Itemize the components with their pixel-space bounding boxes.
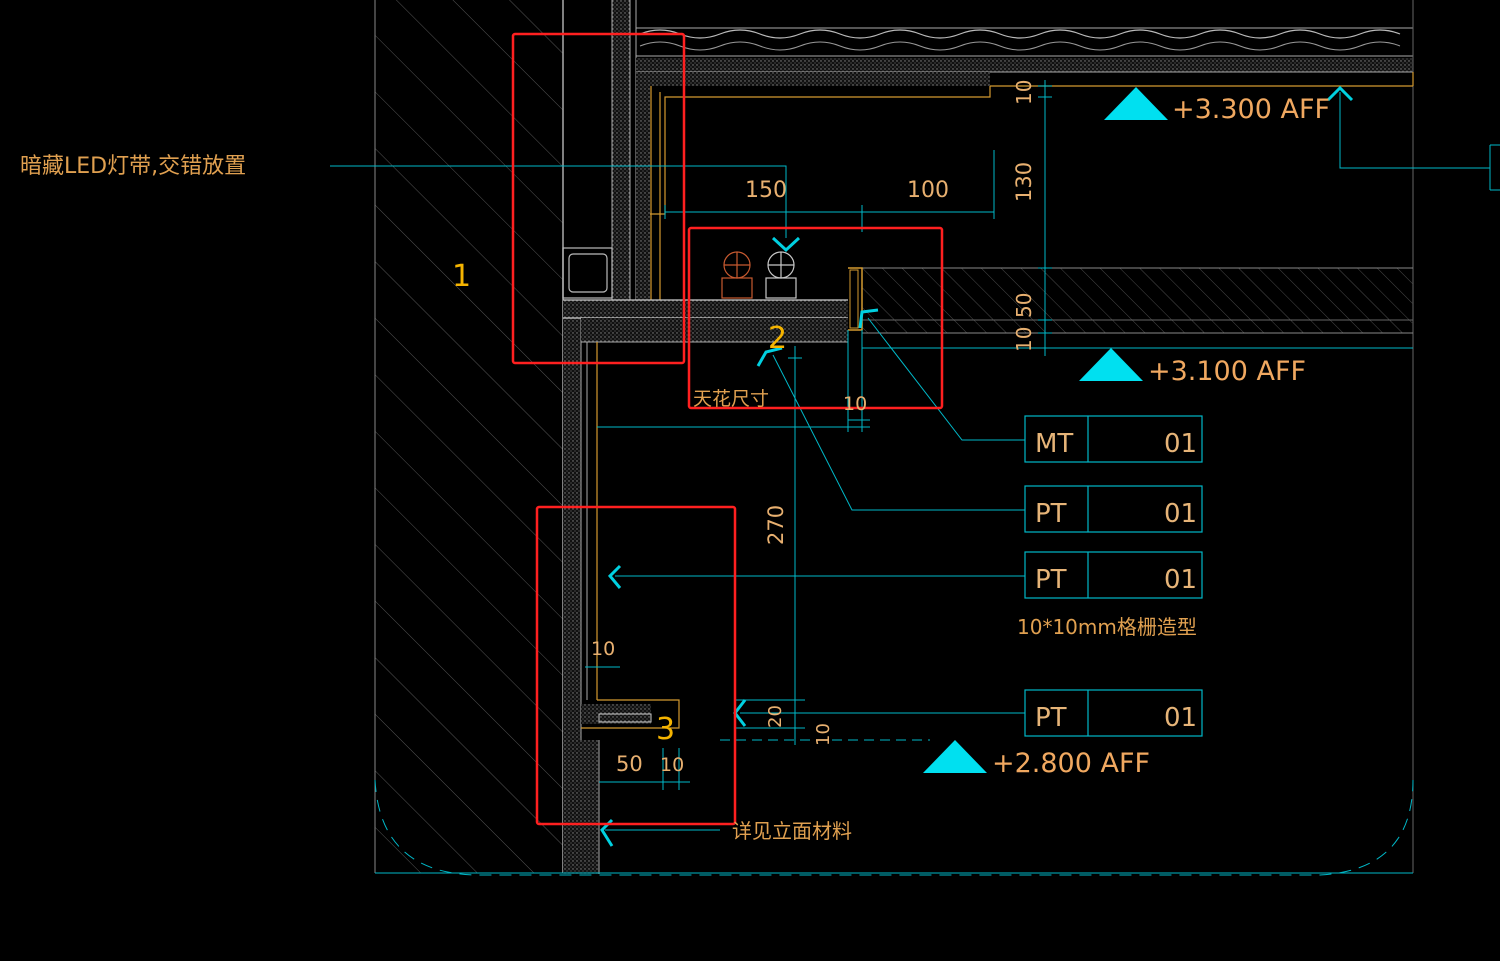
level-3100: +3.100 AFF [1148, 356, 1306, 387]
highlight-box-2 [687, 226, 944, 410]
grille-note: 10*10mm格栅造型 [1017, 615, 1197, 639]
ceiling-slab [636, 0, 1414, 873]
level-3300: +3.300 AFF [1172, 94, 1330, 125]
dim-20: 20 [765, 705, 786, 728]
highlight-box-3 [535, 505, 737, 826]
dim-100: 100 [907, 178, 949, 203]
dim-270: 270 [764, 505, 788, 545]
dim-10-bottom2: 10 [660, 754, 684, 776]
dim-10-left: 10 [591, 638, 615, 660]
highlight-boxes [511, 32, 944, 826]
marker-3: 3 [656, 712, 675, 747]
dim-10-bottom: 10 [813, 723, 834, 746]
ceiling-size-note: 天花尺寸 [693, 388, 769, 410]
led-note: 暗藏LED灯带,交错放置 [20, 154, 246, 179]
dim-10-mid: 10 [1012, 327, 1036, 352]
gypsum-board-upper [636, 72, 1414, 300]
marker-1: 1 [452, 259, 471, 294]
tag-code-2: PT [1035, 499, 1067, 529]
tag-code-3: PT [1035, 565, 1067, 595]
elevation-note: 详见立面材料 [732, 819, 852, 843]
material-tag-boxes [1024, 415, 1203, 737]
tag-code-1: MT [1035, 429, 1073, 459]
tag-num-3: 01 [1164, 565, 1197, 595]
dim-150: 150 [745, 178, 787, 203]
tag-num-4: 01 [1164, 703, 1197, 733]
highlight-box-1 [511, 32, 686, 365]
shelf-board [563, 267, 863, 700]
dim-50: 50 [1012, 293, 1036, 318]
tag-num-1: 01 [1164, 429, 1197, 459]
level-triangle-icon [923, 87, 1168, 773]
led-fixture-icon [721, 251, 797, 299]
structural-wall [374, 0, 564, 873]
marker-2: 2 [768, 321, 787, 356]
dim-10-small: 10 [843, 393, 867, 415]
dimension-lines [330, 80, 1500, 876]
dim-50-bottom: 50 [616, 752, 643, 776]
level-2800: +2.800 AFF [992, 748, 1150, 779]
ceiling-panel-3100 [862, 267, 1413, 334]
wall-insulation [563, 0, 637, 874]
conduit-box [562, 247, 613, 299]
upper-insulation [636, 72, 990, 300]
dim-130: 130 [1012, 162, 1036, 202]
tag-code-4: PT [1035, 703, 1067, 733]
tag-num-2: 01 [1164, 499, 1197, 529]
lower-return [581, 699, 680, 729]
arrow-ticks [600, 85, 1354, 847]
dim-10-top: 10 [1012, 80, 1036, 105]
